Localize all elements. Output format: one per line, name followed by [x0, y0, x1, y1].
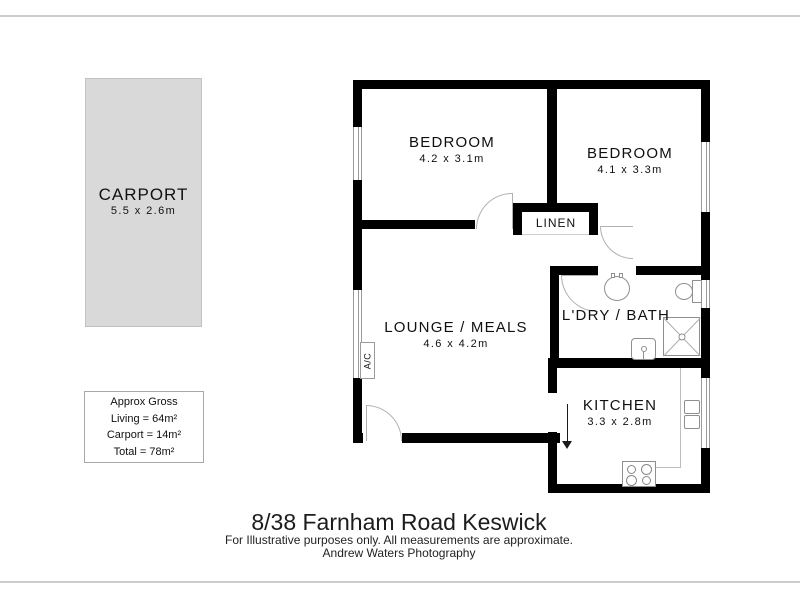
lounge-window — [353, 290, 362, 378]
bedroom2-door-arc — [600, 226, 633, 259]
toilet-bowl-icon — [675, 283, 693, 300]
room-dims: 4.2 x 3.1m — [419, 153, 485, 165]
ac-label: A/C — [362, 352, 373, 369]
shower-drain — [678, 333, 685, 340]
room-dims: 3.3 x 2.8m — [587, 416, 653, 428]
room-label-bath: L'DRY / BATH — [562, 308, 670, 324]
carport-dimensions: 5.5 x 2.6m — [110, 204, 177, 217]
wall — [548, 432, 557, 484]
room-name: KITCHEN — [582, 397, 658, 414]
wall — [548, 358, 710, 368]
wall — [353, 80, 710, 89]
credit-text: Andrew Waters Photography — [322, 546, 476, 560]
bath-window — [701, 280, 710, 308]
bedroom1-door-arc — [476, 193, 512, 229]
wall — [548, 484, 710, 493]
ac-unit: A/C — [360, 342, 375, 379]
wall — [513, 203, 598, 212]
trough-tap — [643, 352, 644, 360]
kitchen-bench-line — [680, 368, 681, 467]
wall — [513, 203, 522, 235]
summary-heading: Approx Gross — [110, 396, 178, 409]
summary-carport: Carport = 14m² — [106, 429, 182, 442]
carport-label: CARPORT — [98, 184, 189, 204]
front-door-arc — [366, 405, 402, 441]
room-name: LINEN — [535, 216, 577, 230]
wall — [353, 80, 362, 127]
wall — [550, 266, 598, 275]
room-name: L'DRY / BATH — [561, 307, 671, 324]
room-dims: 4.1 x 3.3m — [597, 164, 663, 176]
kitchen-sink-icon — [684, 400, 700, 414]
basin-icon — [604, 276, 630, 301]
kitchen-window — [701, 378, 710, 448]
room-name: LOUNGE / MEALS — [384, 319, 528, 336]
summary-living: Living = 64m² — [110, 412, 178, 425]
address-title: 8/38 Farnham Road Keswick — [251, 509, 547, 535]
basin-tap-icon — [611, 273, 615, 278]
wall — [402, 433, 560, 443]
wall — [353, 180, 362, 290]
room-label-kitchen: KITCHEN 3.3 x 2.8m — [583, 398, 657, 430]
wall — [550, 266, 559, 360]
room-dims: 4.6 x 4.2m — [423, 338, 489, 350]
stove-burner — [641, 464, 652, 475]
bedroom1-door-leaf — [512, 193, 513, 229]
wall — [548, 358, 557, 393]
kitchen-sink-icon — [684, 415, 700, 429]
wall — [701, 80, 710, 142]
laundry-trough-icon — [631, 338, 656, 360]
bottom-divider-line — [0, 581, 800, 583]
bedroom2-window — [701, 142, 710, 212]
bedroom1-window — [353, 127, 362, 180]
room-label-bedroom2: BEDROOM 4.1 x 3.3m — [587, 146, 673, 178]
wall — [353, 220, 475, 229]
bedroom2-door-leaf — [600, 226, 633, 227]
stove-burner — [626, 475, 637, 486]
room-name: BEDROOM — [409, 134, 495, 151]
stove-burner — [627, 465, 636, 474]
room-label-linen: LINEN — [536, 215, 576, 231]
wall — [353, 378, 362, 443]
disclaimer-text: For Illustrative purposes only. All meas… — [225, 533, 573, 547]
entry-arrow-line — [567, 404, 568, 442]
stove-icon — [622, 461, 656, 487]
bath-door-leaf — [561, 275, 598, 276]
wall — [701, 308, 710, 378]
area-summary-box: Approx Gross Living = 64m² Carport = 14m… — [84, 391, 204, 463]
wall — [701, 448, 710, 493]
top-divider-line — [0, 15, 800, 17]
basin-tap-icon — [619, 273, 623, 278]
shower-icon — [662, 317, 701, 356]
summary-total: Total = 78m² — [113, 445, 175, 458]
linen-front-line — [522, 234, 589, 235]
wall — [353, 433, 363, 443]
wall — [701, 212, 710, 280]
wall — [589, 203, 598, 235]
trough-drain — [641, 346, 647, 352]
wall — [636, 266, 710, 275]
carport-area: CARPORT 5.5 x 2.6m — [85, 78, 202, 327]
entry-arrow-head — [562, 441, 572, 449]
toilet-cistern-icon — [692, 280, 702, 303]
wall — [547, 89, 557, 203]
room-label-bedroom1: BEDROOM 4.2 x 3.1m — [409, 135, 495, 167]
room-label-lounge: LOUNGE / MEALS 4.6 x 4.2m — [384, 320, 528, 352]
front-door-leaf — [366, 405, 367, 441]
stove-burner — [642, 476, 651, 485]
room-name: BEDROOM — [587, 145, 673, 162]
